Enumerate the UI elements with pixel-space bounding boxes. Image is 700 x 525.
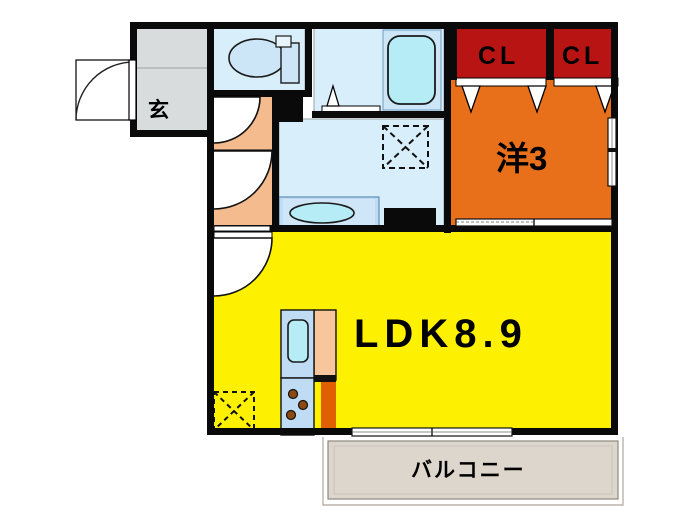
entrance-door	[75, 59, 137, 121]
closet-hanger-markers	[455, 77, 619, 114]
label-balcony: バルコニー	[411, 459, 526, 482]
window-east	[607, 117, 617, 187]
closet-2-floor	[554, 28, 618, 78]
label-genkan: 玄	[148, 99, 169, 122]
shoe-box	[135, 27, 215, 69]
ldk-floor	[207, 232, 618, 435]
kitchen-sink-basin	[287, 319, 309, 363]
burner-2	[297, 399, 309, 411]
kitchen-unit	[280, 309, 337, 436]
vanity-sink	[278, 196, 380, 230]
burner-1	[287, 388, 299, 400]
threshold-strip	[213, 225, 271, 232]
sliding-door-western-room	[455, 218, 613, 227]
kitchen-partition-wall	[314, 375, 336, 382]
balcony-sliding-door	[351, 427, 513, 437]
door-ldk	[213, 231, 273, 297]
burner-3	[285, 409, 297, 421]
balcony-floor	[327, 440, 619, 500]
balcony-inner-edge	[333, 445, 613, 495]
balcony-outer-rail	[322, 437, 624, 506]
kitchen-partition	[321, 381, 336, 435]
kitchen-counter	[313, 309, 337, 381]
label-closet-2: CL	[562, 42, 604, 70]
label-western-room: 洋3	[496, 140, 548, 177]
label-ldk: LDK8.9	[354, 312, 528, 356]
washer-space	[382, 125, 429, 169]
door-toilet	[213, 95, 261, 144]
toilet-tank	[275, 35, 300, 84]
stove-cabinet	[280, 377, 315, 436]
label-closet-1: CL	[478, 42, 520, 70]
door-washroom	[213, 149, 273, 210]
closet-1-floor	[456, 28, 546, 78]
bathtub	[382, 29, 442, 111]
